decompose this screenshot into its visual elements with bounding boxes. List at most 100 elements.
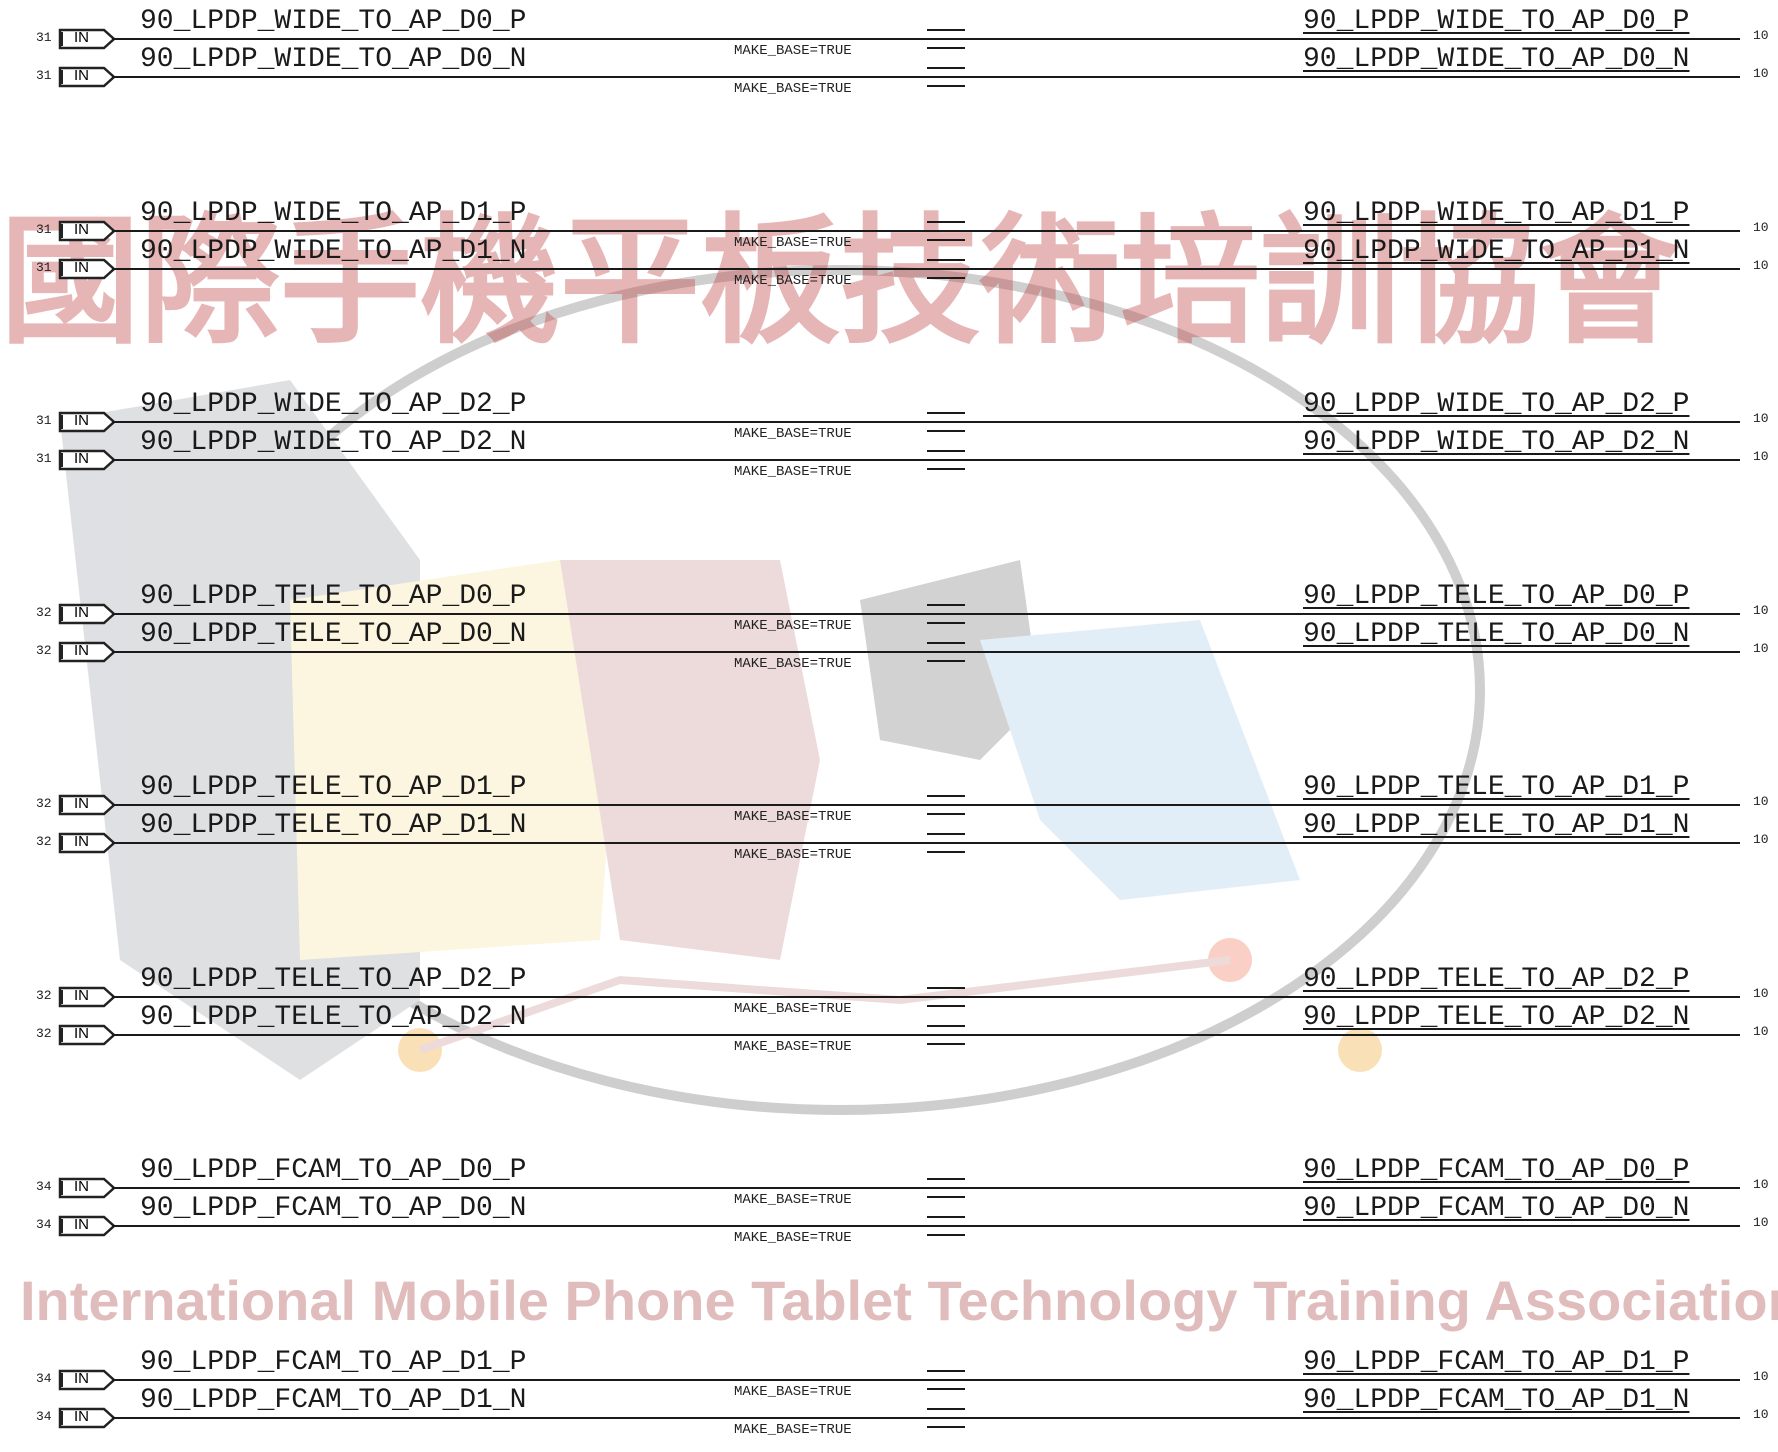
sheet-ref-right: 10 bbox=[1753, 985, 1769, 1001]
net-label-left[interactable]: 90_LPDP_TELE_TO_AP_D1_N bbox=[140, 810, 527, 841]
net-label-left[interactable]: 90_LPDP_FCAM_TO_AP_D0_N bbox=[140, 1193, 527, 1224]
net-label-left[interactable]: 90_LPDP_TELE_TO_AP_D2_P bbox=[140, 963, 527, 995]
net-label-left[interactable]: 90_LPDP_FCAM_TO_AP_D1_P bbox=[140, 1346, 527, 1378]
sheet-ref-right: 10 bbox=[1753, 257, 1769, 273]
sheet-ref-number: 31 bbox=[36, 30, 52, 45]
input-port-flag[interactable]: IN bbox=[58, 641, 116, 662]
net-label-right[interactable]: 90_LPDP_TELE_TO_AP_D1_P bbox=[1303, 772, 1690, 803]
sheet-ref-right: 10 bbox=[1753, 1368, 1769, 1384]
net-wire bbox=[112, 650, 1740, 653]
junction-tick bbox=[927, 29, 965, 31]
net-label-right[interactable]: 90_LPDP_FCAM_TO_AP_D1_P bbox=[1303, 1346, 1690, 1378]
make-base-property: MAKE_BASE=TRUE bbox=[734, 1230, 852, 1246]
make-base-property: MAKE_BASE=TRUE bbox=[734, 1383, 852, 1400]
input-port-flag[interactable]: IN bbox=[58, 1369, 116, 1390]
make-base-property: MAKE_BASE=TRUE bbox=[734, 655, 852, 672]
junction-tick bbox=[927, 47, 965, 49]
port-direction-label: IN bbox=[74, 1369, 89, 1387]
net-label-right[interactable]: 90_LPDP_FCAM_TO_AP_D1_N bbox=[1303, 1384, 1690, 1416]
net-wire bbox=[112, 612, 1740, 615]
port-direction-label: IN bbox=[74, 795, 89, 812]
make-base-property: MAKE_BASE=TRUE bbox=[734, 234, 852, 251]
input-port-flag[interactable]: IN bbox=[58, 832, 116, 854]
input-port-flag[interactable]: IN bbox=[58, 603, 116, 624]
port-direction-label: IN bbox=[74, 641, 89, 659]
sheet-ref-number: 32 bbox=[36, 987, 52, 1003]
net-label-left[interactable]: 90_LPDP_FCAM_TO_AP_D1_N bbox=[140, 1384, 527, 1416]
make-base-property: MAKE_BASE=TRUE bbox=[734, 617, 852, 634]
net-label-right[interactable]: 90_LPDP_FCAM_TO_AP_D0_P bbox=[1303, 1155, 1690, 1186]
input-port-flag[interactable]: IN bbox=[58, 986, 116, 1007]
junction-tick bbox=[927, 621, 965, 624]
net-label-left[interactable]: 90_LPDP_WIDE_TO_AP_D0_N bbox=[140, 44, 527, 75]
make-base-property: MAKE_BASE=TRUE bbox=[734, 1000, 852, 1017]
sheet-ref-right: 10 bbox=[1753, 219, 1769, 235]
input-port-flag[interactable]: IN bbox=[58, 258, 116, 279]
port-direction-label: IN bbox=[74, 29, 89, 46]
net-label-right[interactable]: 90_LPDP_WIDE_TO_AP_D2_N bbox=[1303, 427, 1690, 458]
make-base-property: MAKE_BASE=TRUE bbox=[734, 426, 852, 442]
port-direction-label: IN bbox=[74, 603, 89, 621]
input-port-flag[interactable]: IN bbox=[58, 1177, 116, 1199]
net-label-right[interactable]: 90_LPDP_TELE_TO_AP_D0_P bbox=[1303, 580, 1690, 612]
input-port-flag[interactable]: IN bbox=[58, 1215, 116, 1237]
junction-tick bbox=[927, 1234, 965, 1236]
net-wire bbox=[112, 842, 1740, 844]
junction-tick bbox=[927, 1004, 965, 1007]
net-wire bbox=[112, 421, 1740, 423]
sheet-ref-right: 10 bbox=[1753, 602, 1769, 618]
junction-tick bbox=[927, 1042, 965, 1045]
net-label-left[interactable]: 90_LPDP_WIDE_TO_AP_D2_N bbox=[140, 427, 527, 458]
sheet-ref-right: 10 bbox=[1753, 1215, 1769, 1230]
net-label-left[interactable]: 90_LPDP_TELE_TO_AP_D0_P bbox=[140, 580, 527, 612]
sheet-ref-right: 10 bbox=[1753, 449, 1769, 464]
sheet-ref-number: 32 bbox=[36, 604, 52, 620]
net-label-left[interactable]: 90_LPDP_TELE_TO_AP_D2_N bbox=[140, 1001, 527, 1033]
junction-tick bbox=[927, 67, 965, 69]
net-label-right[interactable]: 90_LPDP_WIDE_TO_AP_D1_N bbox=[1303, 235, 1690, 267]
junction-tick bbox=[927, 833, 965, 835]
net-label-left[interactable]: 90_LPDP_TELE_TO_AP_D0_N bbox=[140, 618, 527, 650]
input-port-flag[interactable]: IN bbox=[58, 794, 116, 816]
net-label-left[interactable]: 90_LPDP_WIDE_TO_AP_D1_P bbox=[140, 197, 527, 229]
net-wire bbox=[112, 267, 1740, 270]
net-label-left[interactable]: 90_LPDP_WIDE_TO_AP_D0_P bbox=[140, 6, 527, 37]
net-label-left[interactable]: 90_LPDP_WIDE_TO_AP_D2_P bbox=[140, 389, 527, 420]
input-port-flag[interactable]: IN bbox=[58, 66, 116, 88]
junction-tick bbox=[927, 1387, 965, 1390]
input-port-flag[interactable]: IN bbox=[58, 449, 116, 471]
net-label-right[interactable]: 90_LPDP_TELE_TO_AP_D1_N bbox=[1303, 810, 1690, 841]
sheet-ref-right: 10 bbox=[1753, 66, 1769, 81]
junction-tick bbox=[927, 603, 965, 606]
junction-tick bbox=[927, 795, 965, 797]
port-direction-label: IN bbox=[74, 67, 89, 84]
net-label-left[interactable]: 90_LPDP_TELE_TO_AP_D1_P bbox=[140, 772, 527, 803]
net-label-right[interactable]: 90_LPDP_WIDE_TO_AP_D2_P bbox=[1303, 389, 1690, 420]
input-port-flag[interactable]: IN bbox=[58, 1024, 116, 1045]
net-label-right[interactable]: 90_LPDP_WIDE_TO_AP_D1_P bbox=[1303, 197, 1690, 229]
net-wire bbox=[112, 229, 1740, 232]
net-label-right[interactable]: 90_LPDP_WIDE_TO_AP_D0_P bbox=[1303, 6, 1690, 37]
net-label-right[interactable]: 90_LPDP_TELE_TO_AP_D0_N bbox=[1303, 618, 1690, 650]
net-wire bbox=[112, 459, 1740, 461]
port-direction-label: IN bbox=[74, 412, 89, 429]
input-port-flag[interactable]: IN bbox=[58, 1407, 116, 1428]
junction-tick bbox=[927, 641, 965, 644]
net-wire bbox=[112, 1378, 1740, 1381]
net-label-left[interactable]: 90_LPDP_WIDE_TO_AP_D1_N bbox=[140, 235, 527, 267]
input-port-flag[interactable]: IN bbox=[58, 220, 116, 241]
make-base-property: MAKE_BASE=TRUE bbox=[734, 464, 852, 480]
net-label-left[interactable]: 90_LPDP_FCAM_TO_AP_D0_P bbox=[140, 1155, 527, 1186]
input-port-flag[interactable]: IN bbox=[58, 28, 116, 50]
net-label-right[interactable]: 90_LPDP_TELE_TO_AP_D2_N bbox=[1303, 1001, 1690, 1033]
sheet-ref-number: 31 bbox=[36, 413, 52, 428]
net-label-right[interactable]: 90_LPDP_TELE_TO_AP_D2_P bbox=[1303, 963, 1690, 995]
sheet-ref-number: 34 bbox=[36, 1370, 52, 1386]
net-label-right[interactable]: 90_LPDP_WIDE_TO_AP_D0_N bbox=[1303, 44, 1690, 75]
make-base-property: MAKE_BASE=TRUE bbox=[734, 1038, 852, 1055]
junction-tick bbox=[927, 1369, 965, 1372]
net-wire bbox=[112, 1033, 1740, 1036]
port-direction-label: IN bbox=[74, 1216, 89, 1233]
input-port-flag[interactable]: IN bbox=[58, 411, 116, 433]
net-label-right[interactable]: 90_LPDP_FCAM_TO_AP_D0_N bbox=[1303, 1193, 1690, 1224]
